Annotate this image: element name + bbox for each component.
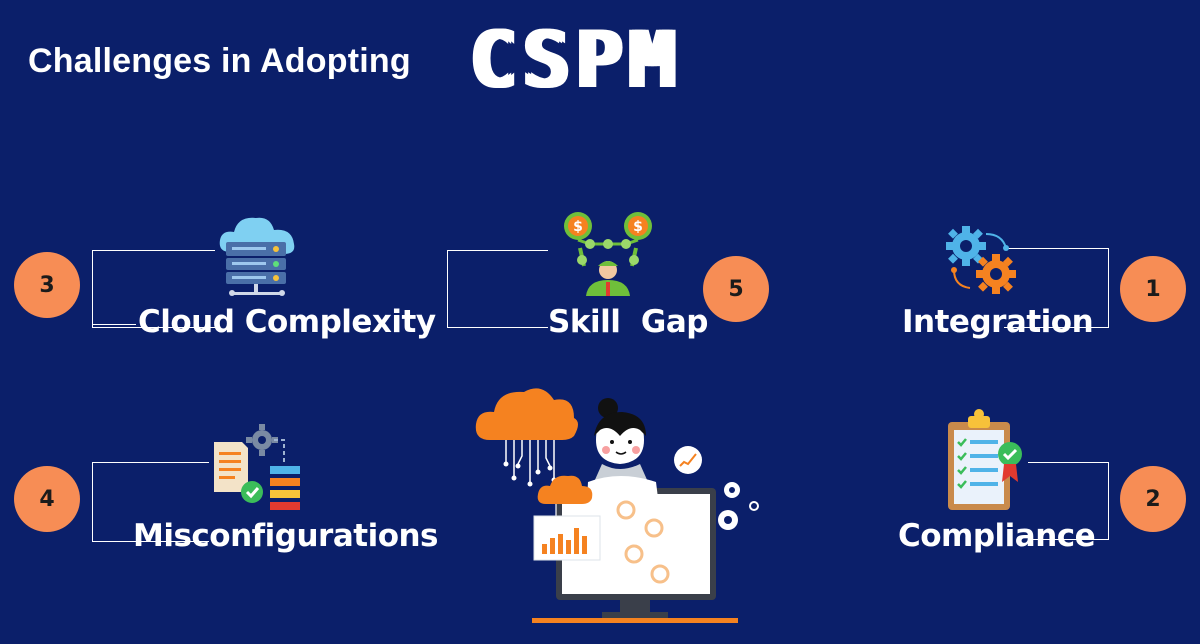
svg-text:$: $ bbox=[633, 219, 643, 235]
cloud-server-icon bbox=[219, 217, 295, 296]
bracket-misconfigurations bbox=[92, 462, 209, 542]
svg-text:$: $ bbox=[573, 219, 583, 235]
label-misconfigurations: Misconfigurations bbox=[133, 518, 439, 554]
badge-1: 1 bbox=[1120, 256, 1186, 322]
bracket-compliance bbox=[1028, 462, 1109, 540]
bracket-skill-gap bbox=[447, 250, 548, 328]
bracket-integration bbox=[1004, 248, 1109, 328]
badge-2: 2 bbox=[1120, 466, 1186, 532]
gears-icon bbox=[946, 226, 1016, 294]
person-money-network-icon: $ $ bbox=[564, 212, 652, 296]
page-title: Challenges in Adopting bbox=[28, 42, 411, 80]
label-skill-gap: Skill Gap bbox=[548, 304, 708, 340]
connector-cloud-complexity bbox=[92, 324, 136, 325]
badge-3: 3 bbox=[14, 252, 80, 318]
label-compliance: Compliance bbox=[898, 518, 1096, 554]
person-cloud-computer-illustration bbox=[475, 388, 759, 623]
clipboard-checklist-icon bbox=[948, 409, 1022, 510]
config-flow-icon bbox=[214, 424, 300, 510]
label-integration: Integration bbox=[902, 304, 1094, 340]
brand-title: CSPM bbox=[470, 16, 682, 106]
badge-5: 5 bbox=[703, 256, 769, 322]
bracket-cloud-complexity bbox=[92, 250, 215, 328]
label-cloud-complexity: Cloud Complexity bbox=[138, 304, 436, 340]
badge-4: 4 bbox=[14, 466, 80, 532]
